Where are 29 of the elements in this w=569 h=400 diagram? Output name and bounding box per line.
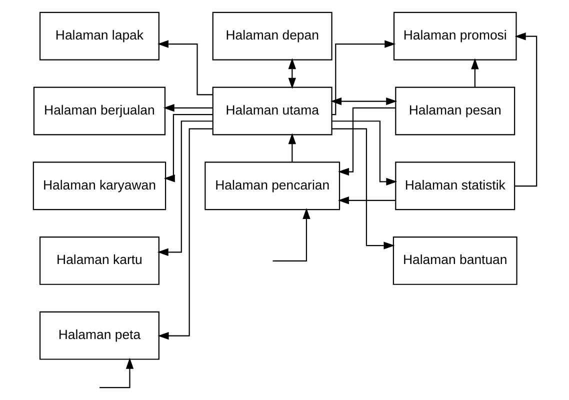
node-box: Halaman kartu xyxy=(38,236,159,285)
arrow xyxy=(514,32,537,187)
node-box: Halaman depan xyxy=(212,12,332,60)
arrow xyxy=(99,358,134,388)
node-box: Halaman pesan xyxy=(394,86,515,136)
arrow xyxy=(288,133,296,162)
node-box: Halaman statistik xyxy=(394,162,515,210)
arrow xyxy=(330,97,397,106)
arrow xyxy=(288,58,296,89)
node-box: Halaman karyawan xyxy=(32,162,166,210)
arrow xyxy=(338,107,395,176)
arrow xyxy=(331,40,396,116)
arrow xyxy=(272,208,310,262)
arrow xyxy=(331,120,397,186)
arrow xyxy=(163,114,212,182)
arrow xyxy=(157,40,212,96)
node-box: Halaman bantuan xyxy=(392,236,517,285)
node-box: Halaman peta xyxy=(38,311,159,360)
arrow xyxy=(331,128,394,250)
node-box: Halaman promosi xyxy=(392,12,516,60)
arrow xyxy=(156,120,212,256)
node-box: Halaman pencarian xyxy=(204,162,340,210)
node-box: Halaman utama xyxy=(212,86,332,136)
arrow xyxy=(157,128,212,340)
node-box: Halaman lapak xyxy=(38,12,159,60)
arrow xyxy=(162,104,212,112)
arrow xyxy=(337,196,395,204)
node-box: Halaman berjualan xyxy=(32,86,166,136)
arrow xyxy=(470,58,478,88)
